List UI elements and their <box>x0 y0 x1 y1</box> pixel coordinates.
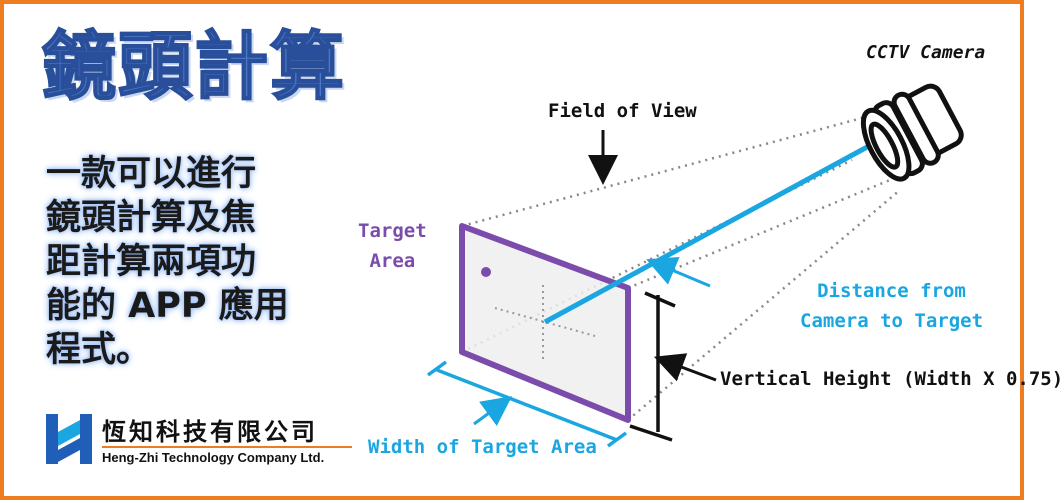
company-name-cn: 恆知科技有限公司 <box>102 417 318 446</box>
company-logo-icon <box>46 414 92 464</box>
description-line: 能的 APP 應用 <box>46 286 289 326</box>
distance-arrow <box>646 256 711 288</box>
cctv-camera-icon <box>860 83 964 182</box>
vertical-height-arrow <box>653 353 717 382</box>
width-arrow <box>473 396 513 426</box>
vertical-height-bracket <box>629 291 676 442</box>
company-logo: 恆知科技有限公司 Heng-Zhi Technology Company Ltd… <box>44 410 352 480</box>
width-label: Width of Target Area <box>368 436 597 458</box>
distance-beam <box>543 137 882 325</box>
target-area-label: Target Area <box>358 216 427 276</box>
target-area <box>459 223 631 423</box>
distance-label-line: Distance from <box>817 280 966 302</box>
target-area-label-line: Area <box>369 250 416 272</box>
target-area-dot <box>481 267 491 277</box>
field-of-view-rays <box>461 116 901 421</box>
target-crosshair <box>494 285 596 362</box>
camera-label: CCTV Camera <box>866 42 986 63</box>
description-line: 鏡頭計算及焦 <box>46 198 257 238</box>
company-name-en: Heng-Zhi Technology Company Ltd. <box>102 450 325 465</box>
description-line: 距計算兩項功 <box>46 242 257 282</box>
distance-label-line: Camera to Target <box>800 310 984 332</box>
description-line: 程式。 <box>46 330 152 370</box>
page-title: 鏡頭計算 <box>41 24 346 110</box>
description-line: 一款可以進行 <box>46 154 257 194</box>
vertical-height-label: Vertical Height (Width X 0.75) <box>720 368 1063 390</box>
lens-diagram <box>426 83 964 448</box>
target-area-label-line: Target <box>358 220 427 242</box>
distance-label: Distance from Camera to Target <box>800 276 983 336</box>
field-of-view-label: Field of View <box>548 100 697 122</box>
app-description: 一款可以進行 鏡頭計算及焦 距計算兩項功 能的 APP 應用 程式。 <box>46 152 346 372</box>
logo-divider <box>102 446 352 448</box>
width-bracket <box>426 360 628 448</box>
